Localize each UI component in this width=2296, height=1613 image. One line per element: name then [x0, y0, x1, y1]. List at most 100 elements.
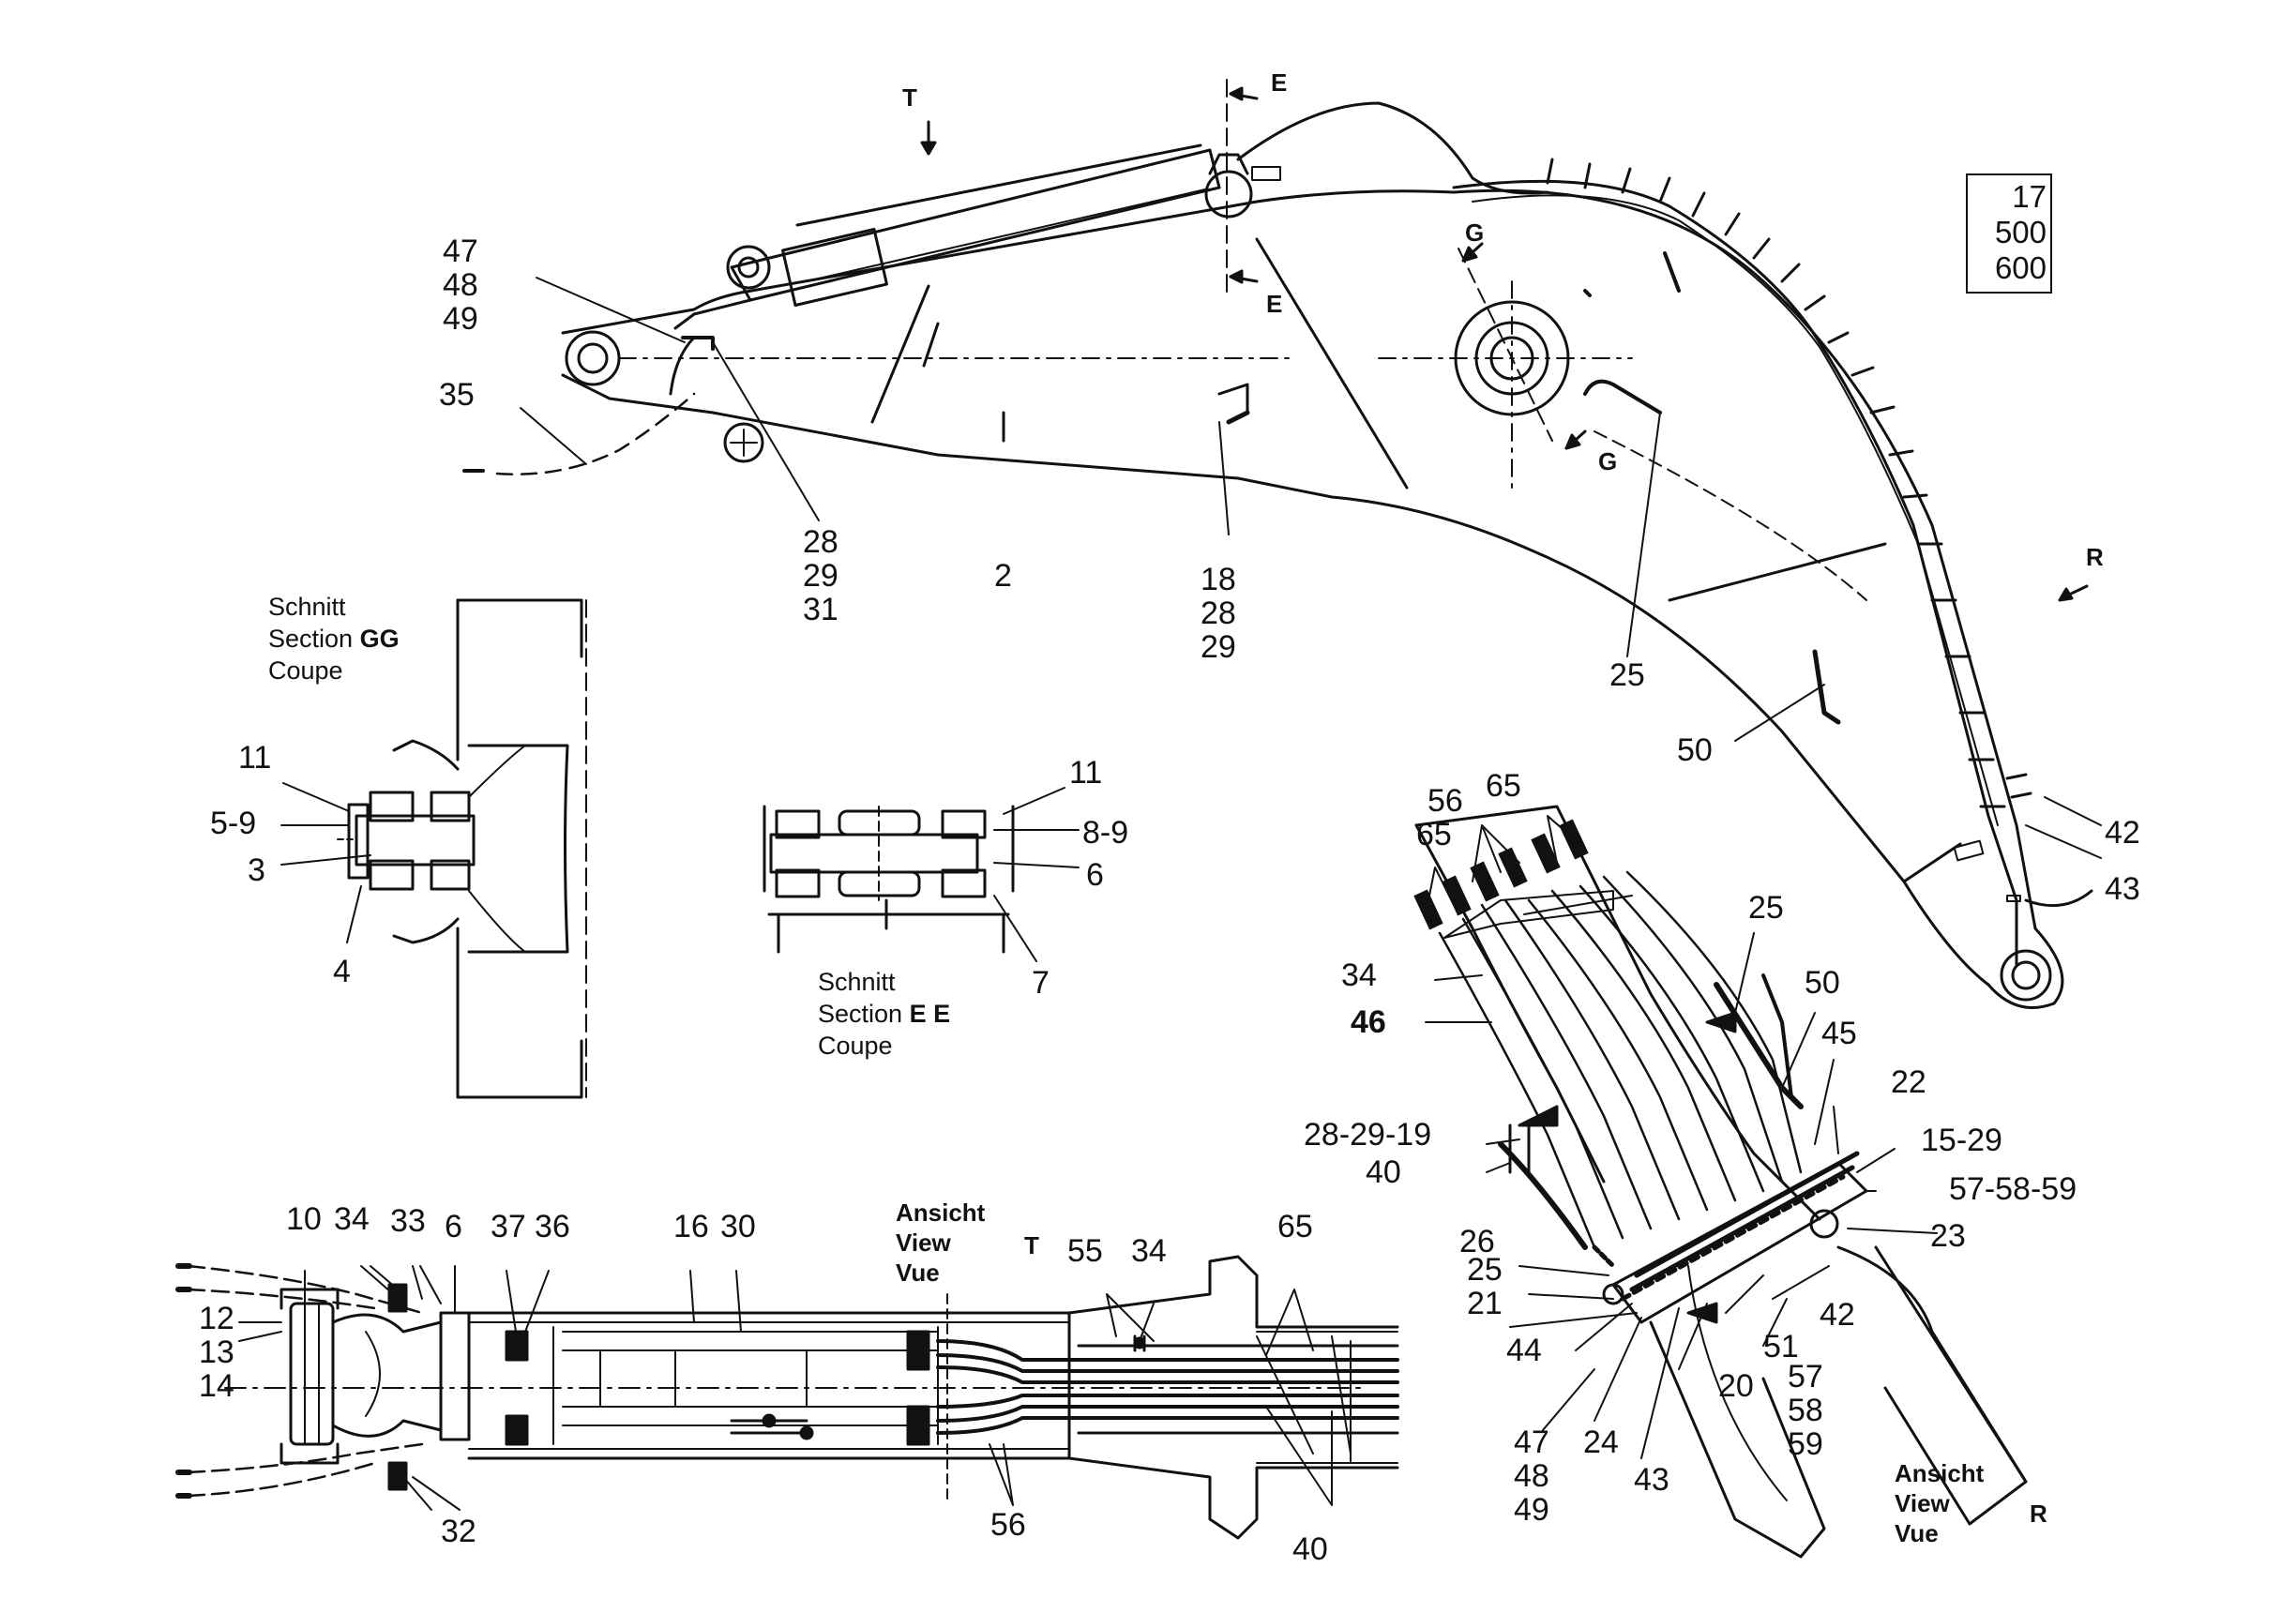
- part-label-65: 65: [1416, 817, 1452, 852]
- label-line: 49: [1514, 1492, 1549, 1528]
- caption-line: Ansicht: [896, 1198, 986, 1227]
- part-label-57-58-59: 57-58-59: [1949, 1171, 2077, 1207]
- part-label-16: 16: [673, 1209, 709, 1244]
- section-ee: [763, 787, 1080, 962]
- part-label-10: 10: [286, 1201, 322, 1237]
- caption-tag: E E: [909, 1000, 951, 1028]
- part-label-65: 65: [1486, 768, 1521, 804]
- caption-line: View: [896, 1229, 951, 1257]
- part-label-45: 45: [1821, 1016, 1857, 1051]
- section-ee-caption: Schnitt Section E E Coupe: [818, 966, 950, 1062]
- caption-line: Section GG: [268, 623, 400, 655]
- part-label-42: 42: [1820, 1297, 1855, 1333]
- part-label-40: 40: [1292, 1531, 1328, 1567]
- part-label-34: 34: [1131, 1233, 1167, 1269]
- part-label-51: 51: [1763, 1329, 1799, 1364]
- badge-line: 500: [1994, 215, 2047, 249]
- part-label-18-28-29: 18 28 29: [1201, 563, 1236, 664]
- badge-line: 600: [1994, 250, 2047, 285]
- part-label-24: 24: [1583, 1425, 1619, 1460]
- part-label-28-29-31: 28 29 31: [803, 525, 838, 626]
- caption-text: Section: [818, 1000, 903, 1028]
- section-marker-g-bottom: G: [1598, 447, 1618, 475]
- caption-line: Coupe: [268, 656, 343, 685]
- view-t-top-view: [175, 1255, 1399, 1540]
- part-label-26: 26: [1459, 1224, 1495, 1259]
- label-line: 29: [803, 558, 838, 594]
- part-label-22: 22: [1891, 1064, 1926, 1100]
- label-line: 13: [199, 1334, 234, 1370]
- part-label-46: 46: [1351, 1004, 1386, 1040]
- part-label-55: 55: [1067, 1233, 1103, 1269]
- view-t-caption: Ansicht View Vue: [896, 1198, 985, 1288]
- part-label-47-48-49: 47 48 49: [1514, 1425, 1549, 1527]
- part-label-50: 50: [1677, 732, 1713, 768]
- label-line: 12: [199, 1301, 234, 1336]
- part-label-12-13-14: 12 13 14: [199, 1302, 234, 1403]
- part-label-20: 20: [1718, 1368, 1754, 1404]
- caption-line: Schnitt: [818, 968, 896, 996]
- label-line: 47: [1514, 1425, 1549, 1460]
- part-label-25: 25: [1467, 1252, 1503, 1288]
- part-label-34: 34: [334, 1201, 370, 1237]
- caption-tag: GG: [359, 625, 400, 653]
- part-label-33: 33: [390, 1203, 426, 1239]
- part-label-44: 44: [1506, 1333, 1542, 1368]
- view-r-tag: R: [2030, 1500, 2047, 1528]
- part-label-3: 3: [248, 852, 265, 888]
- part-label-15-29: 15-29: [1921, 1123, 2002, 1158]
- part-label-50: 50: [1805, 965, 1840, 1001]
- caption-line: Ansicht: [1895, 1459, 1985, 1487]
- section-gg: [280, 598, 587, 1099]
- caption-line: Section E E: [818, 998, 950, 1030]
- view-r: [1413, 805, 2028, 1559]
- part-label-40: 40: [1366, 1154, 1401, 1190]
- label-line: 31: [803, 592, 838, 627]
- part-label-8-9: 8-9: [1082, 815, 1129, 851]
- part-label-25: 25: [1609, 657, 1645, 693]
- caption-text: Section: [268, 625, 354, 653]
- part-label-57-58-59: 57 58 59: [1788, 1360, 1823, 1461]
- caption-line: Schnitt: [268, 593, 346, 621]
- part-label-42: 42: [2105, 815, 2140, 851]
- part-label-47-48-49: 47 48 49: [443, 234, 478, 336]
- label-line: 49: [443, 301, 478, 337]
- label-line: 18: [1201, 562, 1236, 597]
- caption-line: Vue: [1895, 1519, 1939, 1547]
- label-line: 28: [1201, 595, 1236, 631]
- part-label-23: 23: [1930, 1218, 1966, 1254]
- part-number-badge: 17 500 600: [1966, 173, 2052, 294]
- section-gg-caption: Schnitt Section GG Coupe: [268, 591, 400, 686]
- part-label-25: 25: [1748, 890, 1784, 926]
- part-label-43: 43: [1634, 1462, 1669, 1498]
- caption-line: Vue: [896, 1259, 940, 1287]
- label-line: 28: [803, 524, 838, 560]
- part-label-5-9: 5-9: [210, 806, 257, 841]
- part-label-65: 65: [1277, 1209, 1313, 1244]
- part-label-6: 6: [445, 1209, 462, 1244]
- part-label-32: 32: [441, 1514, 476, 1549]
- section-marker-e-top: E: [1271, 68, 1288, 97]
- caption-line: View: [1895, 1489, 1950, 1517]
- label-line: 14: [199, 1368, 234, 1404]
- label-line: 48: [1514, 1458, 1549, 1494]
- part-label-56: 56: [990, 1507, 1026, 1543]
- caption-line: Coupe: [818, 1032, 893, 1060]
- label-line: 58: [1788, 1393, 1823, 1428]
- badge-line: 17: [2012, 179, 2047, 214]
- part-label-36: 36: [535, 1209, 570, 1244]
- label-line: 48: [443, 267, 478, 303]
- part-label-6: 6: [1086, 857, 1104, 893]
- label-line: 59: [1788, 1426, 1823, 1462]
- view-t-tag: T: [1024, 1231, 1039, 1259]
- part-label-11: 11: [238, 740, 272, 776]
- part-label-56: 56: [1427, 783, 1463, 819]
- part-label-28-29-19: 28-29-19: [1304, 1117, 1432, 1153]
- part-label-34: 34: [1341, 957, 1377, 993]
- boom-side-view: [462, 79, 2102, 1009]
- label-line: 47: [443, 234, 478, 269]
- part-label-11: 11: [1069, 755, 1103, 791]
- part-label-2: 2: [994, 558, 1012, 594]
- label-line: 29: [1201, 629, 1236, 665]
